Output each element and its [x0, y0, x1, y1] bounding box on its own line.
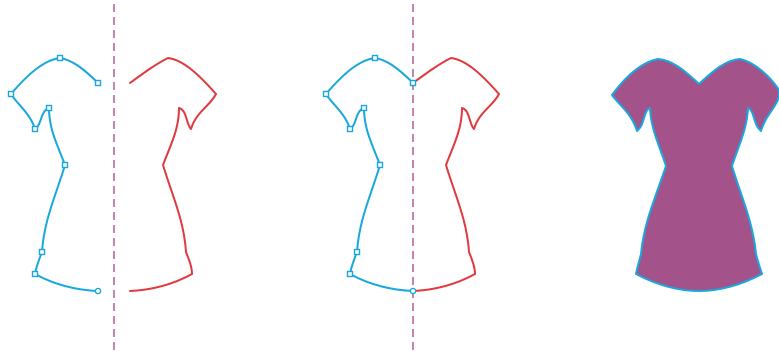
node[interactable]: [63, 163, 68, 168]
step-3-filled-dress: [612, 59, 779, 291]
node[interactable]: [33, 127, 38, 132]
node[interactable]: [324, 92, 329, 97]
left-half-outline: [11, 58, 98, 291]
node[interactable]: [362, 106, 367, 111]
node[interactable]: [348, 272, 353, 277]
dress-shape[interactable]: [612, 59, 779, 291]
node[interactable]: [40, 250, 45, 255]
left-half-outline: [326, 58, 413, 291]
right-half-outline: [130, 58, 216, 291]
node[interactable]: [410, 288, 415, 293]
node[interactable]: [348, 127, 353, 132]
node[interactable]: [33, 272, 38, 277]
node[interactable]: [373, 56, 378, 61]
node[interactable]: [9, 92, 14, 97]
node[interactable]: [47, 106, 52, 111]
right-half-outline: [413, 58, 499, 291]
left-half-nodes: [9, 56, 101, 294]
step-1-separate-halves: [9, 4, 217, 351]
node[interactable]: [411, 81, 416, 86]
node[interactable]: [95, 288, 100, 293]
node[interactable]: [378, 163, 383, 168]
step-2-joined-halves: [324, 4, 500, 351]
node[interactable]: [96, 81, 101, 86]
node[interactable]: [58, 56, 63, 61]
joined-nodes: [324, 56, 416, 294]
node[interactable]: [355, 250, 360, 255]
